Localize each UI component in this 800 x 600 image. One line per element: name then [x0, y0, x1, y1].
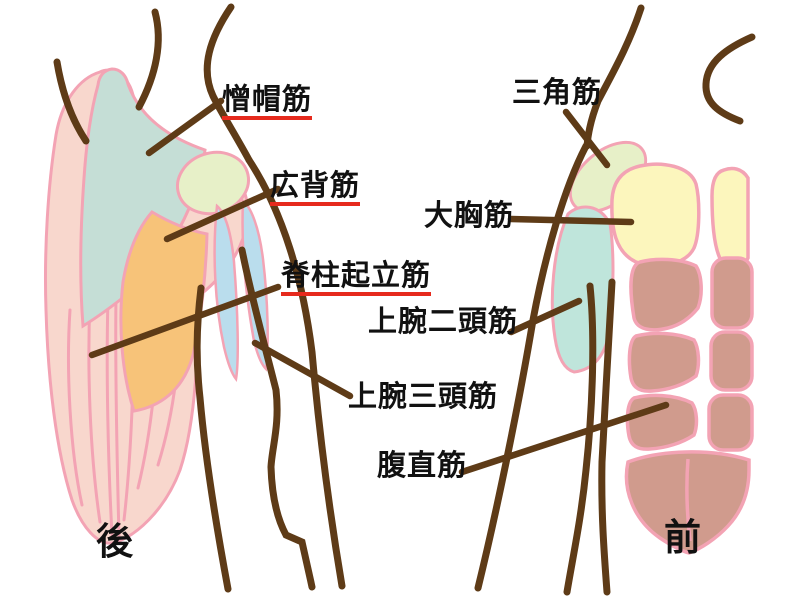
- back-body-outline: [53, 3, 346, 593]
- pectoralis-right-region: [710, 166, 750, 269]
- label-erector-spinae: 脊柱起立筋: [281, 260, 432, 297]
- label-latissimus-dorsi: 広背筋: [270, 170, 361, 207]
- pointer-line-biceps: [507, 297, 583, 336]
- pointer-line-deltoid: [562, 108, 611, 169]
- caption-back-view: 後: [96, 520, 133, 563]
- label-deltoid: 三角筋: [512, 75, 603, 109]
- caption-front-view: 前: [664, 516, 701, 559]
- label-biceps-brachii: 上腕二頭筋: [368, 304, 519, 338]
- pointer-line-erector-spinae: [88, 283, 282, 359]
- pointer-line-pectoralis: [507, 215, 635, 226]
- pointer-line-triceps: [251, 339, 354, 400]
- pointer-line-latissimus: [163, 185, 282, 243]
- label-trapezius: 憎帽筋: [222, 84, 313, 121]
- front-view-figure: [474, 4, 756, 596]
- pectoralis-left-region: [610, 162, 701, 268]
- triceps-region: [213, 203, 239, 382]
- label-triceps-brachii: 上腕三頭筋: [348, 379, 499, 413]
- pointer-line-rectus-abdominis: [458, 401, 670, 476]
- label-pectoralis-major: 大胸筋: [424, 198, 515, 232]
- biceps-region: [550, 205, 615, 374]
- label-rectus-abdominis: 腹直筋: [377, 448, 468, 482]
- pointer-lines: [88, 97, 670, 476]
- rectus-abdominis-segments: [624, 256, 754, 555]
- pointer-line-trapezius: [145, 97, 225, 157]
- back-view-figure: [44, 3, 346, 593]
- latissimus-region: [119, 210, 209, 413]
- front-body-outline: [474, 4, 756, 596]
